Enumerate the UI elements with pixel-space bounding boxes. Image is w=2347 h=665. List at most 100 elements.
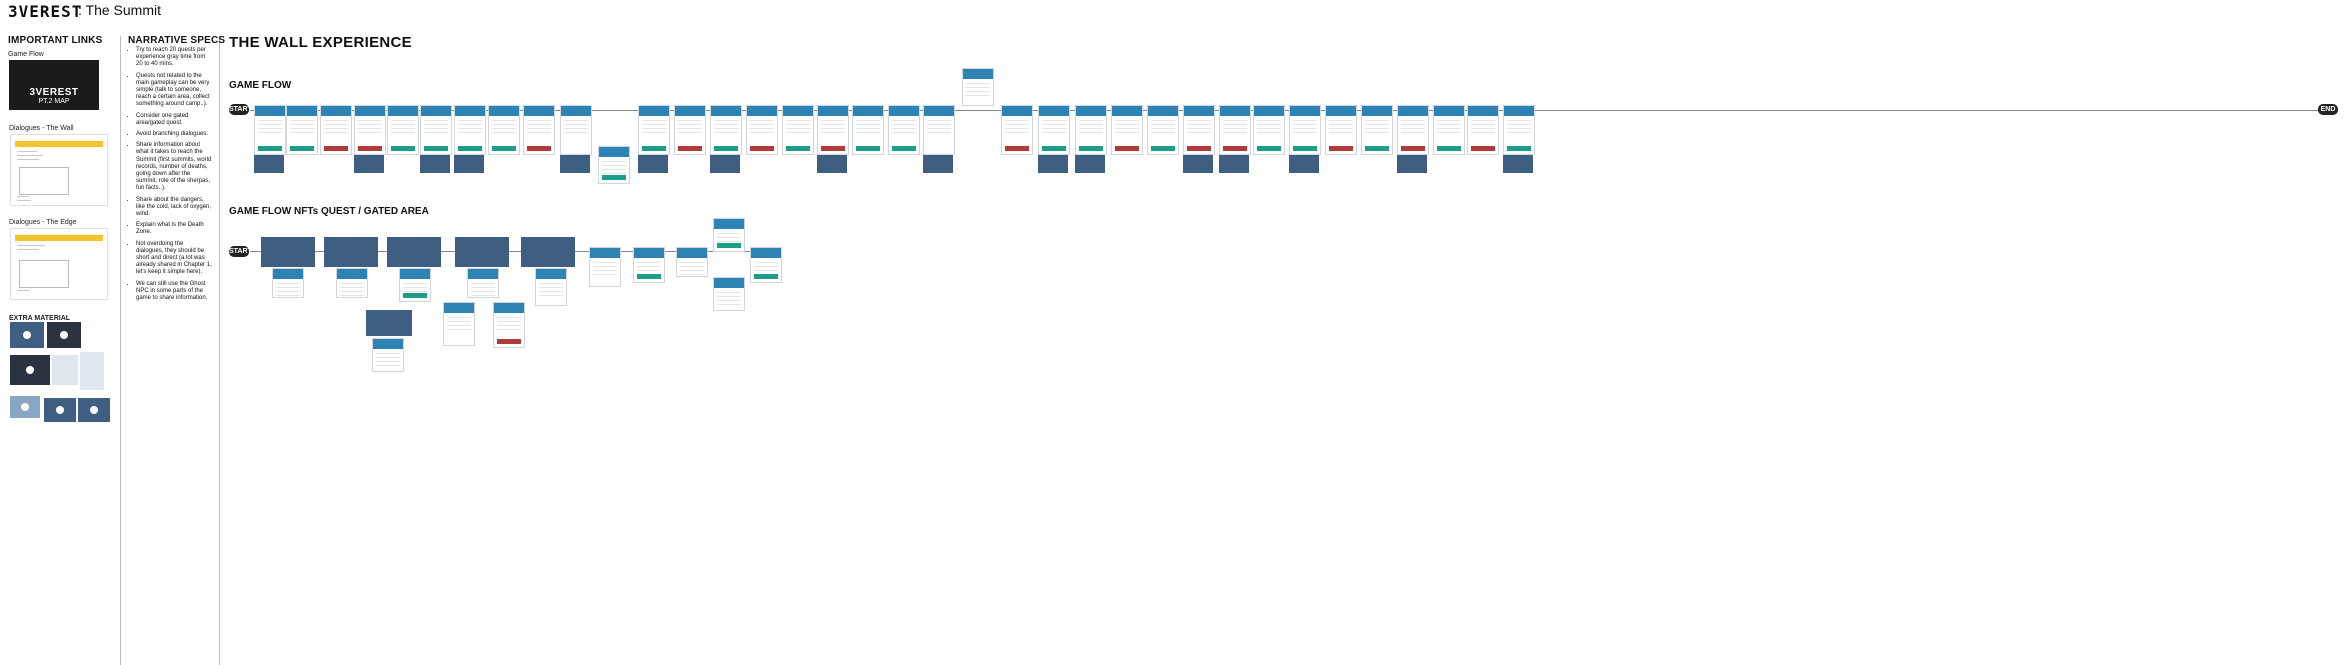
quest-node-text <box>637 262 661 263</box>
video-thumbnail[interactable] <box>78 398 110 422</box>
quest-screenshot[interactable] <box>638 155 668 173</box>
quest-node-text <box>1365 132 1389 133</box>
quest-screenshot[interactable] <box>254 155 284 173</box>
quest-node[interactable] <box>272 268 304 298</box>
map-thumbnail[interactable] <box>80 352 104 390</box>
video-thumbnail[interactable] <box>10 355 50 385</box>
gated-screenshot[interactable] <box>261 237 315 267</box>
quest-node[interactable] <box>1111 105 1143 155</box>
quest-screenshot[interactable] <box>354 155 384 173</box>
quest-node[interactable] <box>1183 105 1215 155</box>
quest-node[interactable] <box>1219 105 1251 155</box>
quest-node-tag <box>750 146 774 151</box>
quest-node[interactable] <box>746 105 778 155</box>
video-thumbnail[interactable] <box>10 396 40 418</box>
quest-node[interactable] <box>560 105 592 155</box>
quest-node-text <box>786 128 810 129</box>
quest-node[interactable] <box>888 105 920 155</box>
quest-node[interactable] <box>1397 105 1429 155</box>
quest-node[interactable] <box>713 218 745 252</box>
quest-node[interactable] <box>1253 105 1285 155</box>
quest-node[interactable] <box>1503 105 1535 155</box>
quest-node[interactable] <box>1361 105 1393 155</box>
quest-node[interactable] <box>286 105 318 155</box>
quest-screenshot[interactable] <box>923 155 953 173</box>
quest-node[interactable] <box>713 277 745 311</box>
gated-screenshot[interactable] <box>455 237 509 267</box>
quest-screenshot[interactable] <box>1038 155 1068 173</box>
quest-screenshot[interactable] <box>560 155 590 173</box>
quest-node[interactable] <box>354 105 386 155</box>
map-card[interactable]: 3VEREST PT.2 MAP <box>9 60 99 110</box>
gated-screenshot[interactable] <box>387 237 441 267</box>
quest-node[interactable] <box>589 247 621 287</box>
quest-node[interactable] <box>633 247 665 283</box>
quest-node[interactable] <box>523 105 555 155</box>
quest-node[interactable] <box>923 105 955 155</box>
quest-node[interactable] <box>638 105 670 155</box>
quest-node[interactable] <box>399 268 431 302</box>
quest-screenshot[interactable] <box>454 155 484 173</box>
quest-node[interactable] <box>387 105 419 155</box>
quest-node[interactable] <box>674 105 706 155</box>
quest-node[interactable] <box>782 105 814 155</box>
dialogues-wall-label[interactable]: Dialogues - The Wall <box>9 125 74 132</box>
quest-node-text <box>602 169 626 170</box>
gated-screenshot[interactable] <box>521 237 575 267</box>
quest-node[interactable] <box>372 338 404 372</box>
quest-node[interactable] <box>1001 105 1033 155</box>
quest-screenshot[interactable] <box>1397 155 1427 173</box>
quest-node[interactable] <box>817 105 849 155</box>
quest-node-text <box>717 296 741 297</box>
gated-screenshot[interactable] <box>366 310 412 336</box>
quest-node[interactable] <box>676 247 708 277</box>
quest-node-text <box>637 270 661 271</box>
quest-node[interactable] <box>1075 105 1107 155</box>
quest-node-header <box>1290 106 1320 116</box>
quest-screenshot[interactable] <box>817 155 847 173</box>
quest-node[interactable] <box>598 146 630 184</box>
game-flow-link-label[interactable]: Game Flow <box>8 51 44 58</box>
quest-node[interactable] <box>420 105 452 155</box>
flow-end: END <box>2318 104 2338 115</box>
quest-node[interactable] <box>1038 105 1070 155</box>
quest-node[interactable] <box>535 268 567 306</box>
quest-node[interactable] <box>750 247 782 283</box>
quest-node[interactable] <box>254 105 286 155</box>
quest-screenshot[interactable] <box>1075 155 1105 173</box>
quest-node[interactable] <box>488 105 520 155</box>
dialogues-edge-label[interactable]: Dialogues - The Edge <box>9 219 77 226</box>
article-thumbnail[interactable] <box>52 355 78 385</box>
quest-screenshot[interactable] <box>1183 155 1213 173</box>
quest-node[interactable] <box>320 105 352 155</box>
quest-node[interactable] <box>493 302 525 348</box>
quest-node[interactable] <box>1147 105 1179 155</box>
quest-node-header <box>1184 106 1214 116</box>
doc-line <box>17 159 39 160</box>
quest-node[interactable] <box>852 105 884 155</box>
video-thumbnail[interactable] <box>47 322 81 348</box>
dialogues-wall-doc[interactable] <box>10 134 108 206</box>
quest-node[interactable] <box>1325 105 1357 155</box>
video-thumbnail[interactable] <box>10 322 44 348</box>
quest-node-text <box>1437 120 1461 121</box>
gated-screenshot[interactable] <box>324 237 378 267</box>
quest-node-header <box>634 248 664 258</box>
video-thumbnail[interactable] <box>44 398 76 422</box>
quest-node[interactable] <box>454 105 486 155</box>
quest-screenshot[interactable] <box>1289 155 1319 173</box>
quest-node[interactable] <box>710 105 742 155</box>
quest-node-text <box>1187 132 1211 133</box>
quest-screenshot[interactable] <box>710 155 740 173</box>
quest-node[interactable] <box>1433 105 1465 155</box>
quest-screenshot[interactable] <box>1503 155 1533 173</box>
quest-node[interactable] <box>962 68 994 106</box>
quest-screenshot[interactable] <box>420 155 450 173</box>
quest-node[interactable] <box>467 268 499 298</box>
quest-screenshot[interactable] <box>1219 155 1249 173</box>
quest-node[interactable] <box>1289 105 1321 155</box>
dialogues-edge-doc[interactable] <box>10 228 108 300</box>
quest-node[interactable] <box>1467 105 1499 155</box>
quest-node[interactable] <box>443 302 475 346</box>
quest-node[interactable] <box>336 268 368 298</box>
